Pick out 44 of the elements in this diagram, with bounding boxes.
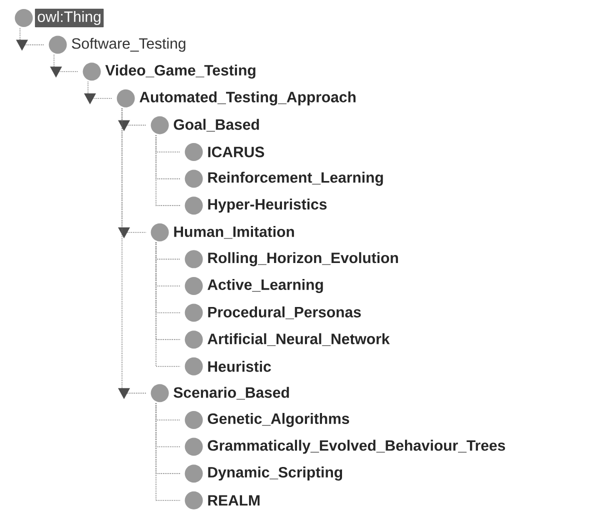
node-label: Genetic_Algorithms (208, 412, 350, 428)
class-item: Reinforcement_Learning (184, 170, 383, 188)
tree-connector (16, 28, 44, 51)
class-item: ICARUS (184, 143, 264, 161)
class-item: Rolling_Horizon_Evolution (184, 250, 398, 268)
tree-connector (156, 402, 180, 501)
node-label: Software_Testing (72, 38, 186, 52)
tree-connector (50, 54, 78, 78)
class-item: Hyper-Heuristics (184, 196, 327, 215)
node-label: Rolling_Horizon_Evolution (208, 252, 398, 266)
class-item: Goal_Based (150, 116, 259, 134)
node-label: Dynamic_Scripting (208, 466, 342, 481)
class-item: Artificial_Neural_Network (184, 330, 390, 349)
node-label: Active_Learning (208, 278, 323, 294)
class-item: Dynamic_Scripting (184, 464, 342, 483)
class-item: Active_Learning (184, 276, 323, 295)
node-label: REALM (208, 495, 260, 506)
node-label: ICARUS (208, 146, 264, 158)
tree-connector (156, 134, 180, 206)
node-label: Artificial_Neural_Network (208, 333, 390, 346)
class-item: Grammatically_Evolved_Behaviour_Trees (184, 438, 506, 456)
tree-connector (156, 242, 180, 367)
node-label: Goal_Based (174, 118, 259, 132)
tree-connector (118, 108, 146, 400)
class-item: Genetic_Algorithms (184, 410, 350, 429)
node-label: Automated_Testing_Approach (140, 91, 356, 106)
node-label: Video_Game_Testing (105, 64, 256, 79)
class-item: Automated_Testing_Approach (116, 89, 356, 108)
class-item: Human_Imitation (150, 223, 294, 242)
node-label: Heuristic (208, 360, 271, 372)
class-item: Scenario_Based (150, 384, 289, 402)
node-label: Scenario_Based (174, 386, 289, 400)
tree-connector (84, 81, 112, 104)
class-item: Software_Testing (48, 36, 186, 54)
class-item: Heuristic (184, 357, 271, 376)
node-label: Hyper-Heuristics (208, 198, 327, 213)
node-label: Procedural_Personas (208, 306, 361, 320)
selected-class-item: owl:Thing (14, 8, 104, 28)
class-item: Video_Game_Testing (82, 62, 256, 81)
node-label: Reinforcement_Learning (208, 172, 383, 186)
node-label: Grammatically_Evolved_Behaviour_Trees (208, 440, 506, 454)
class-item: REALM (184, 491, 260, 510)
node-label: Human_Imitation (174, 226, 294, 239)
class-item: Procedural_Personas (184, 304, 361, 322)
